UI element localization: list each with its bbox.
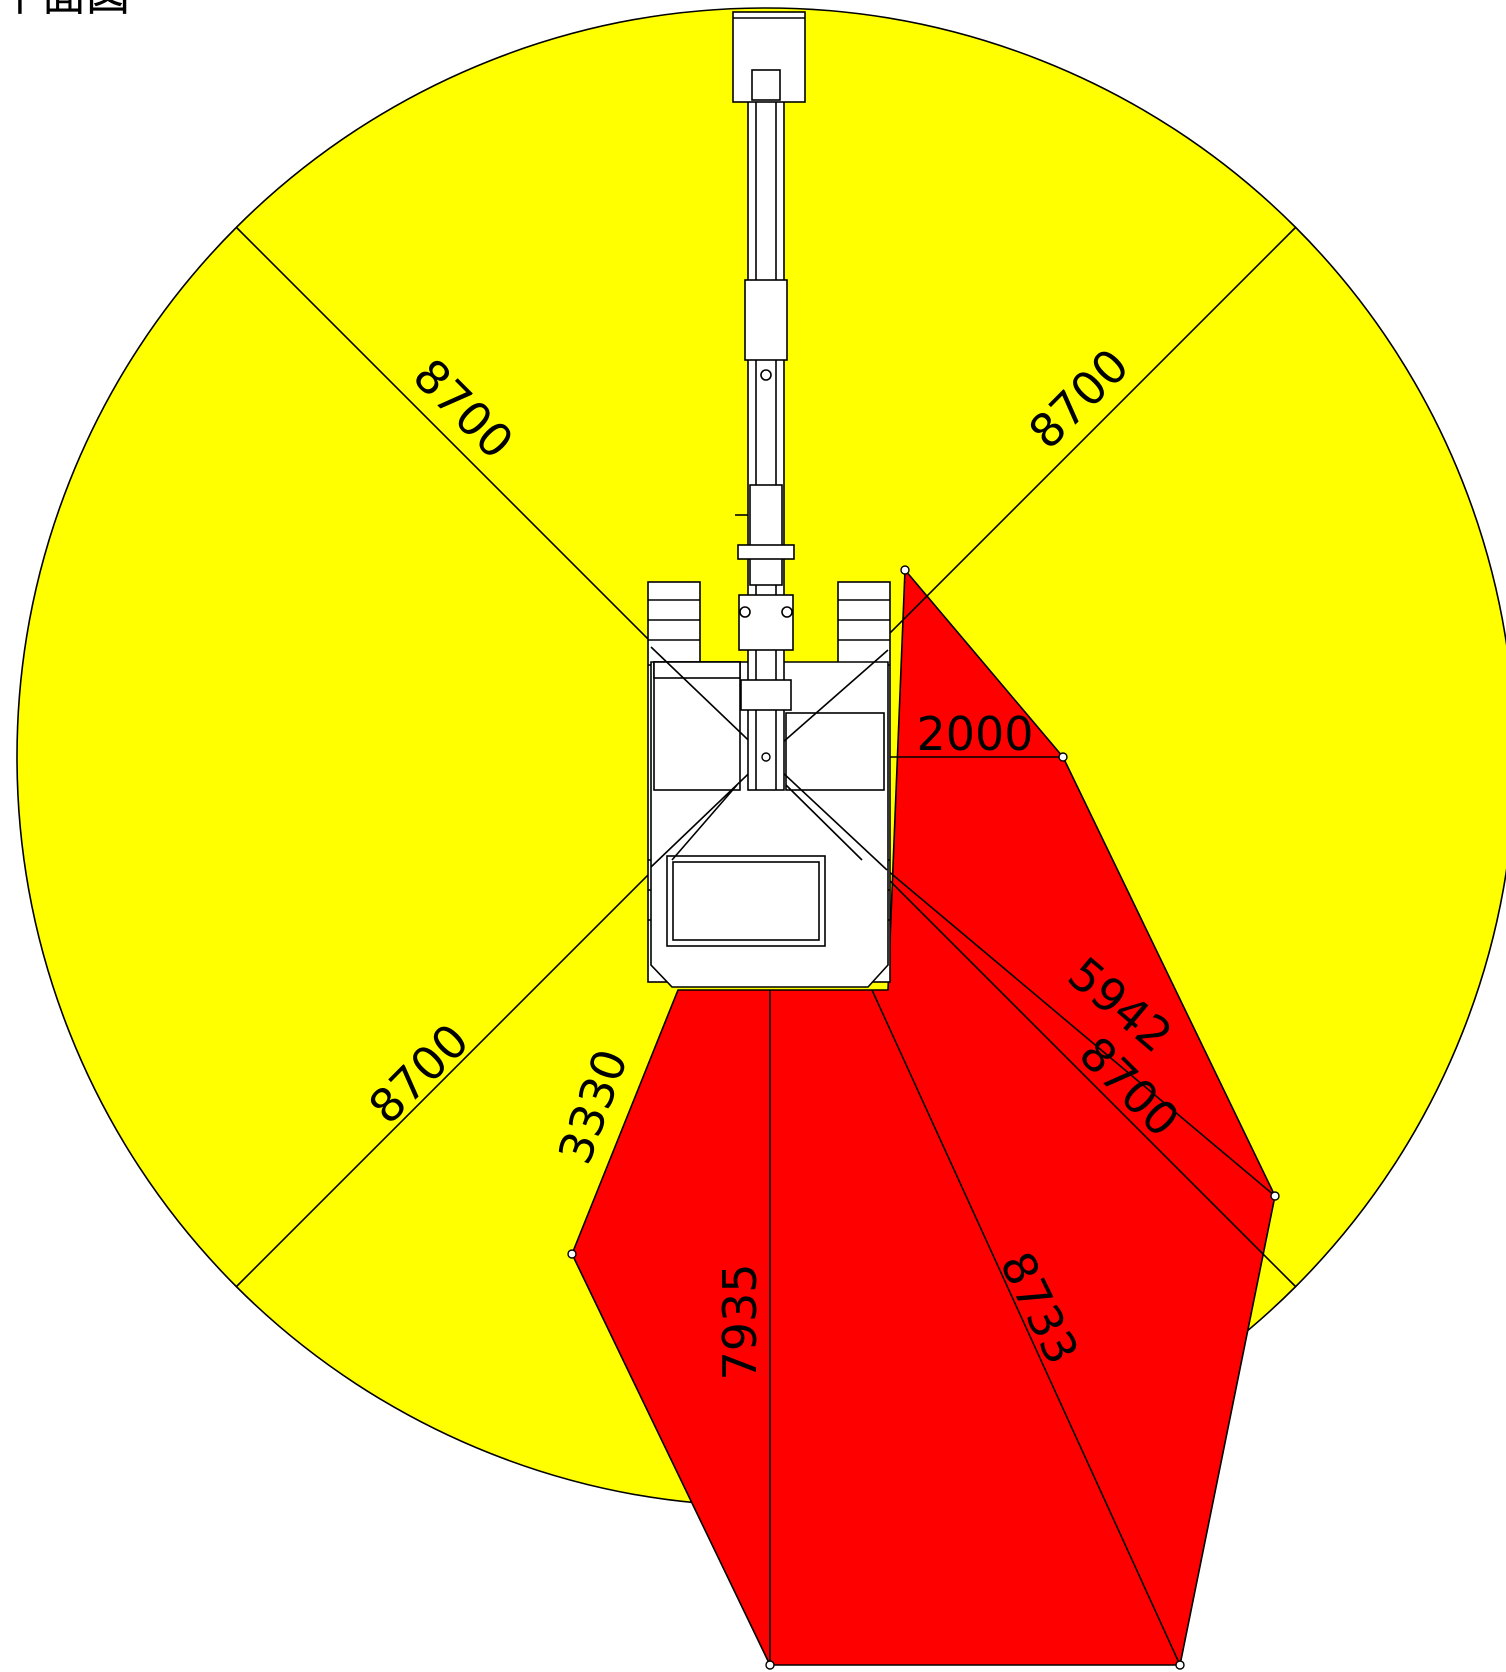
excavator-machine: [647, 11, 891, 988]
vertex-marker: [1175, 1660, 1185, 1670]
vertex-marker: [1058, 752, 1068, 762]
blind-spot-vertices: [567, 565, 1280, 1670]
offset-label: 2000: [916, 707, 1033, 761]
operator-cab: [653, 661, 741, 791]
rear-center-label: 7935: [713, 1263, 767, 1380]
vertex-marker: [1270, 1191, 1280, 1201]
right-side-cover: [785, 712, 885, 791]
drawing-title: 平面図: [0, 0, 130, 21]
cab-roof-edge: [653, 661, 741, 679]
engine-cover-inner: [672, 861, 820, 941]
rear-diagonal-dimension-line: [871, 989, 1181, 1666]
bucket: [732, 11, 806, 103]
vertex-marker: [567, 1249, 577, 1259]
engine-cover: [666, 855, 826, 947]
vertex-marker: [765, 1660, 775, 1670]
vertex-marker: [900, 565, 910, 575]
swing-center-point: [761, 752, 771, 762]
side-diagonal-dimension-line: [886, 869, 1276, 1197]
